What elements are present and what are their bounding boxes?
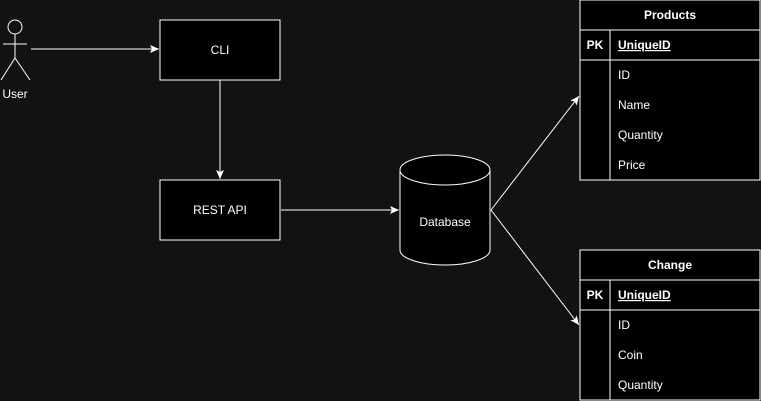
- rest-api-box: REST API: [159, 179, 281, 241]
- products-table-field: Name: [618, 98, 650, 112]
- change-table-field: ID: [618, 318, 630, 332]
- database-label: Database: [419, 215, 471, 229]
- change-table-field: Quantity: [618, 378, 663, 392]
- user-actor-label: User: [2, 87, 27, 101]
- connector-database-to-products: [490, 95, 580, 211]
- change-table-pk-field: UniqueID: [618, 288, 671, 302]
- change-table-pk-marker: PK: [587, 288, 604, 302]
- connector-database-to-change: [490, 209, 580, 326]
- change-table-title: Change: [648, 258, 692, 272]
- products-table-field: Price: [618, 158, 646, 172]
- products-table-field: Quantity: [618, 128, 663, 142]
- products-table: Products PK UniqueID ID Name Quantity Pr…: [579, 0, 761, 181]
- user-actor: User: [0, 19, 31, 101]
- change-table: Change PK UniqueID ID Coin Quantity: [579, 249, 761, 401]
- cli-box: CLI: [159, 19, 281, 81]
- cli-box-label: CLI: [211, 43, 230, 57]
- database-cylinder: Database: [399, 154, 491, 266]
- products-table-field: ID: [618, 68, 630, 82]
- user-actor-leg-right: [14, 57, 31, 81]
- products-table-pk-field: UniqueID: [618, 38, 671, 52]
- user-actor-head: [7, 19, 23, 35]
- change-table-field: Coin: [618, 348, 643, 362]
- products-table-title: Products: [644, 8, 696, 22]
- products-table-pk-marker: PK: [587, 38, 604, 52]
- user-actor-leg-left: [0, 57, 16, 81]
- rest-api-box-label: REST API: [193, 203, 247, 217]
